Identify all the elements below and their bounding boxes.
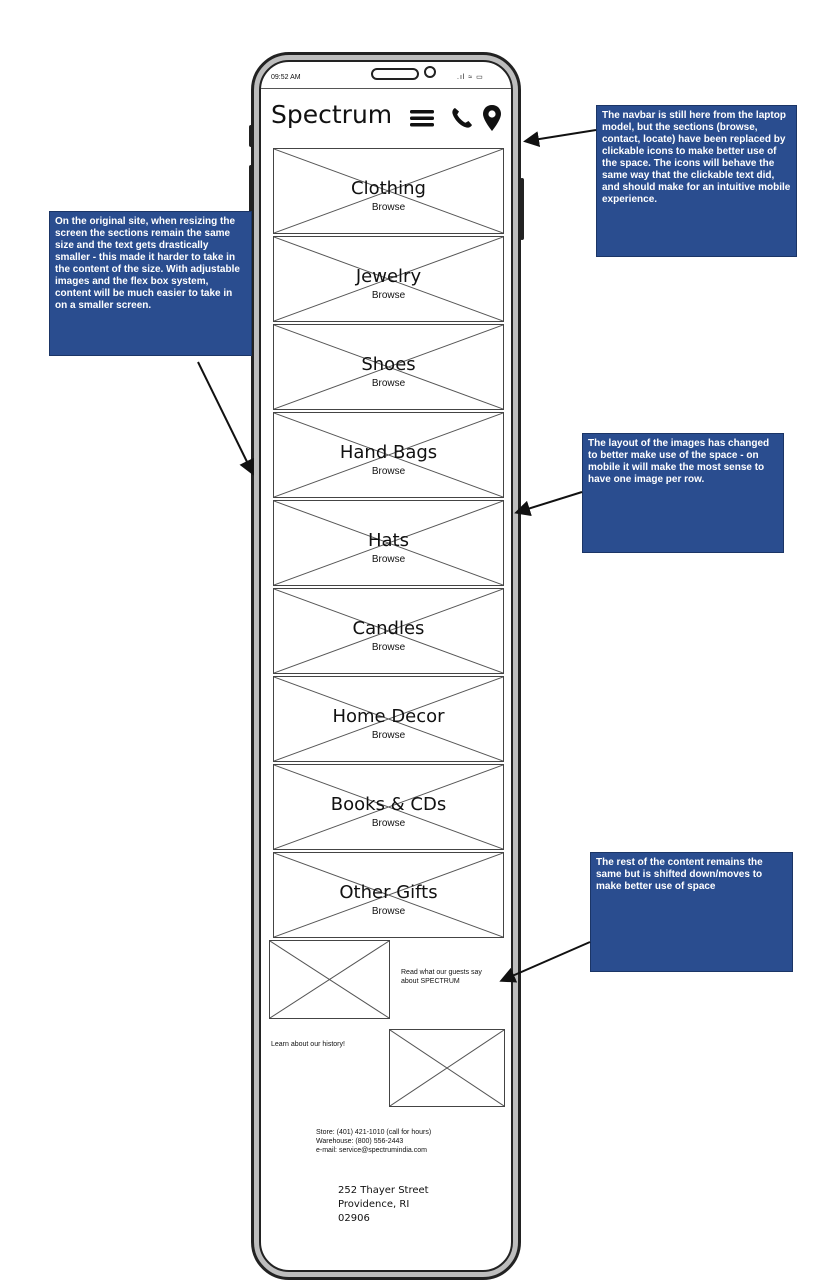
phone-icon[interactable] <box>449 106 475 130</box>
category-title[interactable]: Hand Bags <box>339 442 438 463</box>
brand-logo[interactable]: Spectrum <box>271 100 393 129</box>
image-placeholder-icon <box>274 589 503 673</box>
browse-link[interactable]: Browse <box>371 290 406 301</box>
history-link[interactable]: Learn about our history! <box>271 1041 345 1048</box>
speaker-icon <box>371 68 419 80</box>
note-rest-content: The rest of the content remains the same… <box>590 852 793 972</box>
guests-link[interactable]: Read what our guests say about SPECTRUM <box>401 969 482 985</box>
category-title[interactable]: Hats <box>367 530 409 551</box>
image-placeholder-icon <box>274 237 503 321</box>
browse-link[interactable]: Browse <box>371 378 406 389</box>
category-title[interactable]: Clothing <box>351 178 426 199</box>
address-zip: 02906 <box>338 1213 370 1224</box>
address-city: Providence, RI <box>338 1199 410 1210</box>
image-placeholder-icon <box>274 501 503 585</box>
status-time: 09:52 AM <box>271 74 301 81</box>
note-resizing: On the original site, when resizing the … <box>49 211 252 356</box>
arrow-rest-note <box>499 941 591 983</box>
status-icons: .ıl ≈ ▭ <box>457 74 484 81</box>
browse-link[interactable]: Browse <box>371 466 406 477</box>
browse-link[interactable]: Browse <box>371 730 406 741</box>
category-title[interactable]: Jewelry <box>355 266 422 287</box>
store-address: 252 Thayer Street Providence, RI 02906 <box>338 1184 488 1226</box>
image-placeholder-icon <box>274 677 503 761</box>
image-placeholder-icon <box>274 149 503 233</box>
image-placeholder-icon <box>274 765 503 849</box>
image-placeholder-icon <box>274 853 503 937</box>
browse-link[interactable]: Browse <box>371 554 406 565</box>
image-placeholder-icon <box>274 325 503 409</box>
contact-warehouse: Warehouse: (800) 556-2443 <box>316 1138 404 1145</box>
browse-link[interactable]: Browse <box>371 818 406 829</box>
category-title[interactable]: Other Gifts <box>339 882 438 903</box>
arrow-left-note <box>197 361 254 476</box>
contact-email[interactable]: e-mail: service@spectrumindia.com <box>316 1147 427 1154</box>
location-pin-icon[interactable] <box>481 104 503 132</box>
image-placeholder-icon <box>274 413 503 497</box>
category-title[interactable]: Candles <box>352 618 425 639</box>
status-divider <box>261 88 511 89</box>
category-title[interactable]: Books & CDs <box>330 794 447 815</box>
contact-store: Store: (401) 421-1010 (call for hours) <box>316 1129 432 1136</box>
arrow-layout-note <box>514 491 583 517</box>
guests-image-placeholder <box>269 940 390 1019</box>
browse-link[interactable]: Browse <box>371 202 406 213</box>
phone-power-button <box>520 178 524 240</box>
arrow-navbar-note <box>523 129 597 148</box>
browse-link[interactable]: Browse <box>371 642 406 653</box>
history-image-placeholder <box>389 1029 505 1107</box>
phone-mute-button <box>249 125 253 147</box>
note-layout: The layout of the images has changed to … <box>582 433 784 553</box>
address-street: 252 Thayer Street <box>338 1185 429 1196</box>
category-title[interactable]: Shoes <box>361 354 416 375</box>
browse-link[interactable]: Browse <box>371 906 406 917</box>
menu-icon[interactable] <box>409 106 435 130</box>
phone-volume-up-button <box>249 165 253 213</box>
contact-info: Store: (401) 421-1010 (call for hours) W… <box>316 1128 506 1155</box>
note-navbar: The navbar is still here from the laptop… <box>596 105 797 257</box>
camera-icon <box>424 66 436 78</box>
category-title[interactable]: Home Decor <box>332 706 445 727</box>
